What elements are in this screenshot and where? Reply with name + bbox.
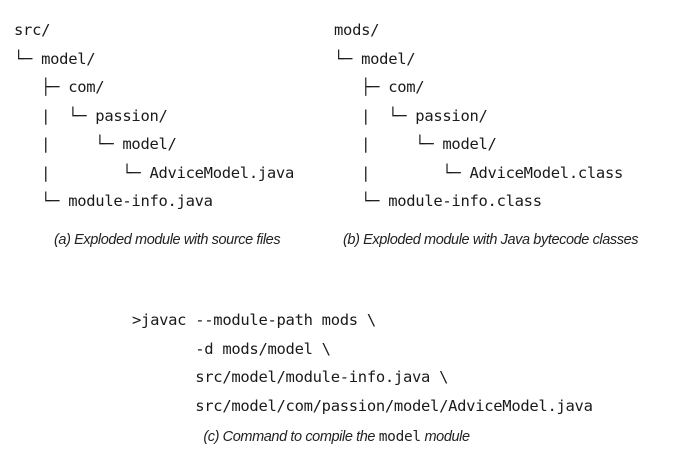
command-line: >javac --module-path mods \ xyxy=(132,311,376,329)
tree-line: ├─ com/ xyxy=(334,78,425,96)
command-line: src/model/com/passion/model/AdviceModel.… xyxy=(132,396,593,415)
caption-command-code: model xyxy=(378,429,421,445)
tree-line: ├─ com/ xyxy=(14,78,105,96)
tree-line: └─ model/ xyxy=(334,49,416,68)
tree-line: src/ xyxy=(14,21,51,39)
tree-line: | └─ passion/ xyxy=(334,106,488,125)
tree-line: | └─ AdviceModel.class xyxy=(334,163,624,182)
tree-line: | └─ AdviceModel.java xyxy=(14,163,294,182)
tree-line: mods/ xyxy=(334,21,380,39)
caption-command-prefix: (c) Command to compile the xyxy=(203,429,379,445)
caption-command-suffix: module xyxy=(420,429,470,445)
bytecode-tree: mods/ └─ model/ ├─ com/ | └─ passion/ | └… xyxy=(334,16,623,216)
caption-bytecode-tree: (b) Exploded module with Java bytecode c… xyxy=(343,232,639,248)
tree-line: └─ module-info.java xyxy=(14,192,213,210)
javac-command: >javac --module-path mods \ -d mods/mode… xyxy=(132,306,593,420)
tree-line: | └─ model/ xyxy=(14,135,177,153)
tree-line: └─ module-info.class xyxy=(334,192,542,210)
command-line: -d mods/model \ xyxy=(132,339,331,358)
tree-line: └─ model/ xyxy=(14,49,96,68)
caption-source-tree: (a) Exploded module with source files xyxy=(54,232,281,248)
command-line: src/model/module-info.java \ xyxy=(132,368,449,386)
tree-line: | └─ model/ xyxy=(334,135,497,153)
source-tree: src/ └─ model/ ├─ com/ | └─ passion/ | └─… xyxy=(14,16,294,216)
caption-command: (c) Command to compile the model module xyxy=(0,429,673,445)
tree-line: | └─ passion/ xyxy=(14,106,168,125)
